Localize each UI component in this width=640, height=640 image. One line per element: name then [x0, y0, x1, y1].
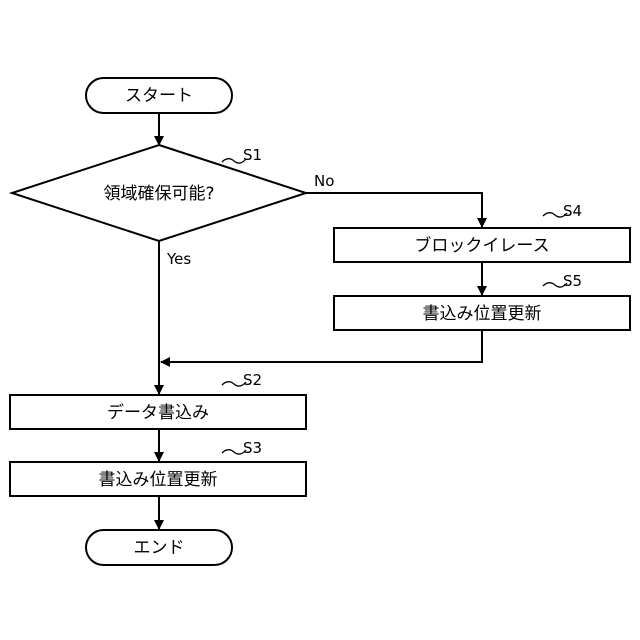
start-label: スタート: [125, 86, 193, 106]
s4-process: ブロックイレース: [334, 228, 630, 262]
end-label: エンド: [134, 538, 185, 558]
s1-step-label: S1: [243, 146, 262, 164]
s1-decision-label: 領域確保可能?: [103, 184, 214, 204]
s3-step-label: S3: [243, 439, 262, 457]
s5-step-label: S5: [563, 272, 582, 290]
s2-process: データ書込み: [10, 395, 306, 429]
s3-process-label: 書込み位置更新: [99, 470, 218, 490]
end-terminal: エンド: [86, 530, 232, 565]
s2-process-label: データ書込み: [107, 402, 209, 423]
s5-process: 書込み位置更新: [334, 296, 630, 330]
s4-step-label: S4: [563, 202, 582, 220]
start-terminal: スタート: [86, 78, 232, 113]
yes-branch-label: Yes: [166, 250, 191, 268]
no-branch-label: No: [314, 172, 334, 190]
s2-step-label: S2: [243, 371, 262, 389]
arrow-s5-to-merge: [161, 330, 482, 362]
s5-process-label: 書込み位置更新: [423, 304, 542, 324]
s4-process-label: ブロックイレース: [414, 235, 549, 256]
arrow-s1-no-to-s4: [306, 193, 482, 227]
s3-process: 書込み位置更新: [10, 462, 306, 496]
